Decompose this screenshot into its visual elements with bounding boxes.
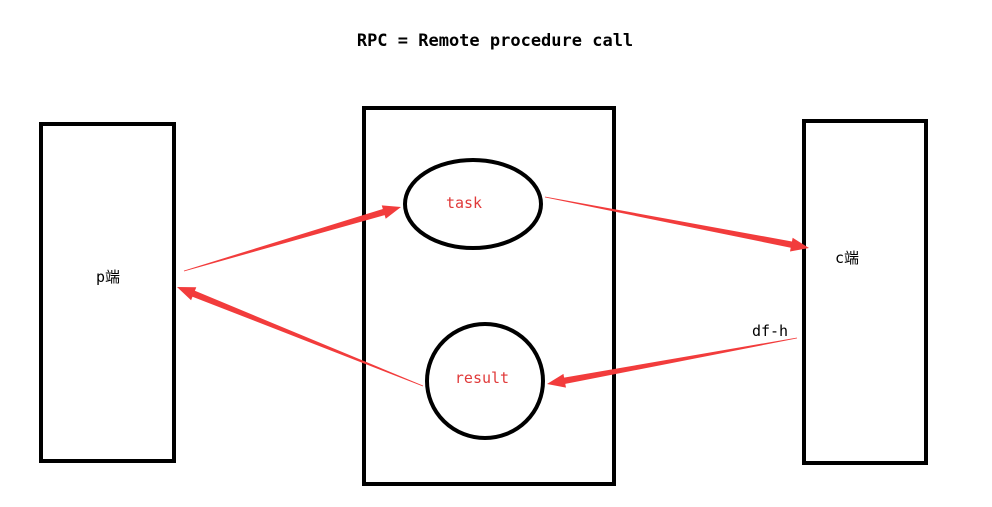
consumer-label: c端 bbox=[835, 249, 859, 267]
arrow-consumer-to-result bbox=[547, 337, 798, 388]
result-node bbox=[425, 322, 545, 440]
df-h-label: df-h bbox=[752, 322, 788, 340]
result-label: result bbox=[455, 369, 509, 387]
arrow-provider-to-task bbox=[183, 205, 401, 272]
arrow-task-to-consumer bbox=[544, 196, 809, 252]
provider-box bbox=[39, 122, 176, 463]
provider-label: p端 bbox=[96, 268, 120, 286]
registry-box bbox=[362, 106, 616, 486]
task-node bbox=[403, 158, 543, 250]
task-label: task bbox=[446, 194, 482, 212]
consumer-box bbox=[802, 119, 928, 465]
arrow-result-to-provider bbox=[177, 287, 424, 387]
arrows bbox=[177, 196, 809, 388]
diagram-title: RPC = Remote procedure call bbox=[357, 31, 633, 51]
